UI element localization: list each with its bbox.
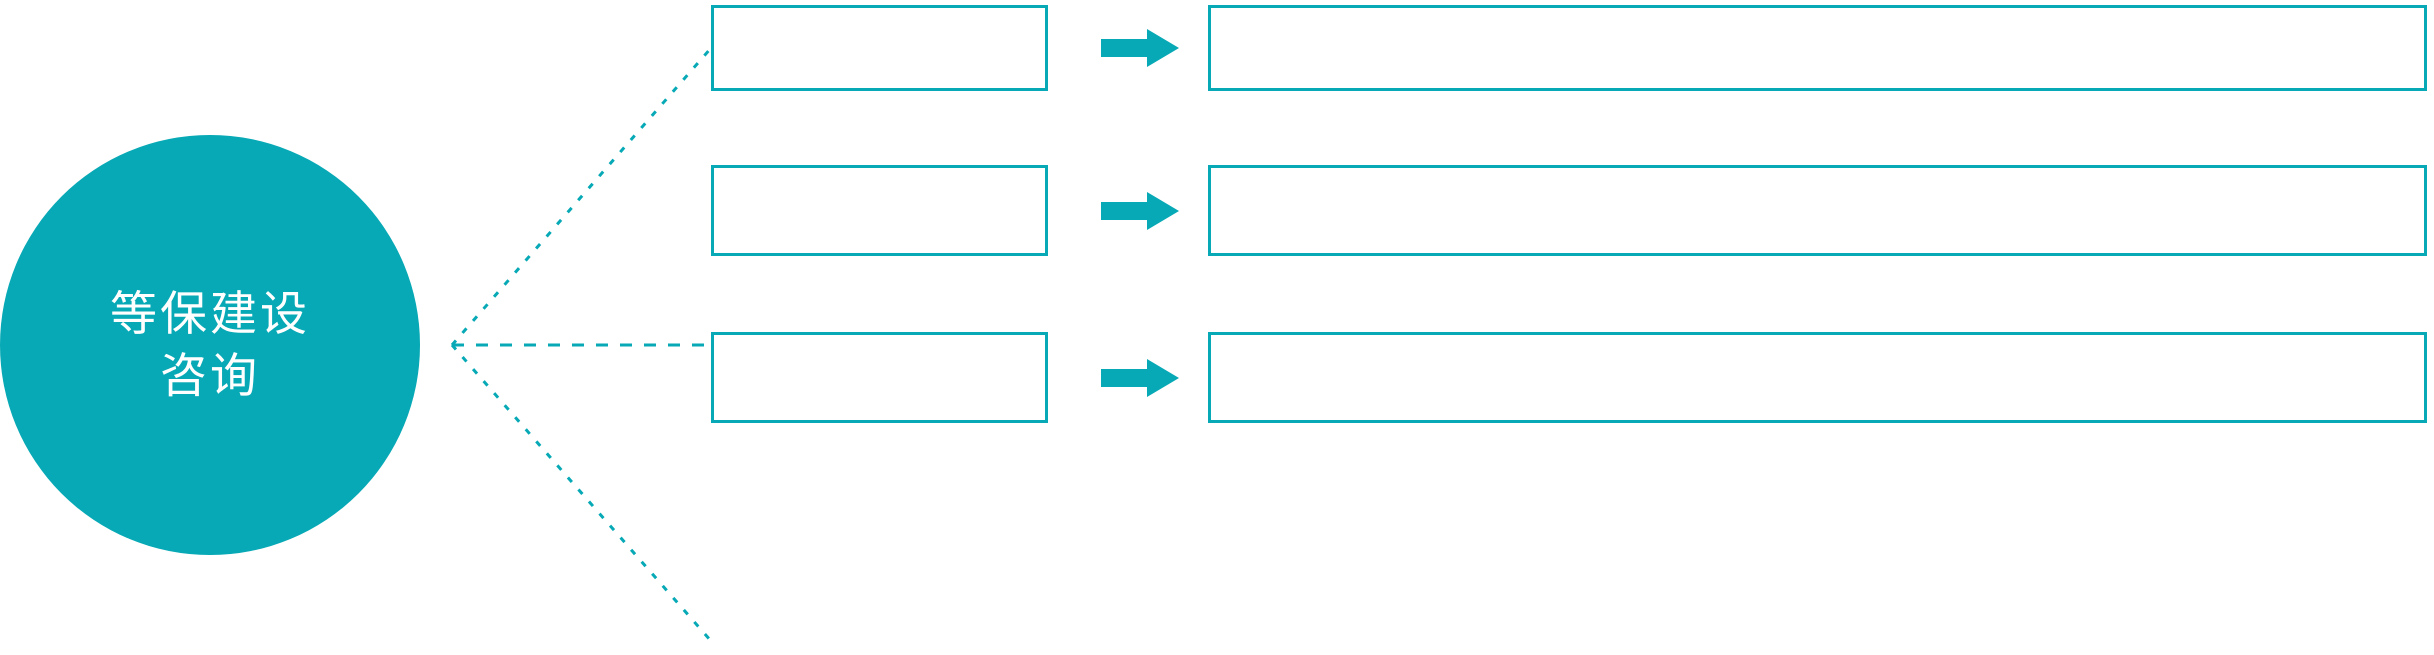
right-arrow-icon-3 xyxy=(1101,359,1179,397)
diagram-row-1 xyxy=(0,5,2434,91)
hub-title-line-1: 等保建设 xyxy=(110,286,310,340)
diagram-row-3 xyxy=(0,332,2434,423)
stage-box-1[interactable] xyxy=(711,5,1048,91)
stage-box-3[interactable] xyxy=(711,332,1048,423)
hub-title-line-2: 咨询 xyxy=(160,349,260,402)
stage-box-2[interactable] xyxy=(711,165,1048,256)
hub-circle[interactable]: 等保建设 咨询 xyxy=(0,135,420,555)
right-arrow-icon-2 xyxy=(1101,192,1179,230)
right-arrow-icon-1 xyxy=(1101,29,1179,67)
diagram-row-2 xyxy=(0,165,2434,256)
detail-box-2[interactable] xyxy=(1208,165,2427,256)
detail-box-3[interactable] xyxy=(1208,332,2427,423)
detail-box-1[interactable] xyxy=(1208,5,2427,91)
